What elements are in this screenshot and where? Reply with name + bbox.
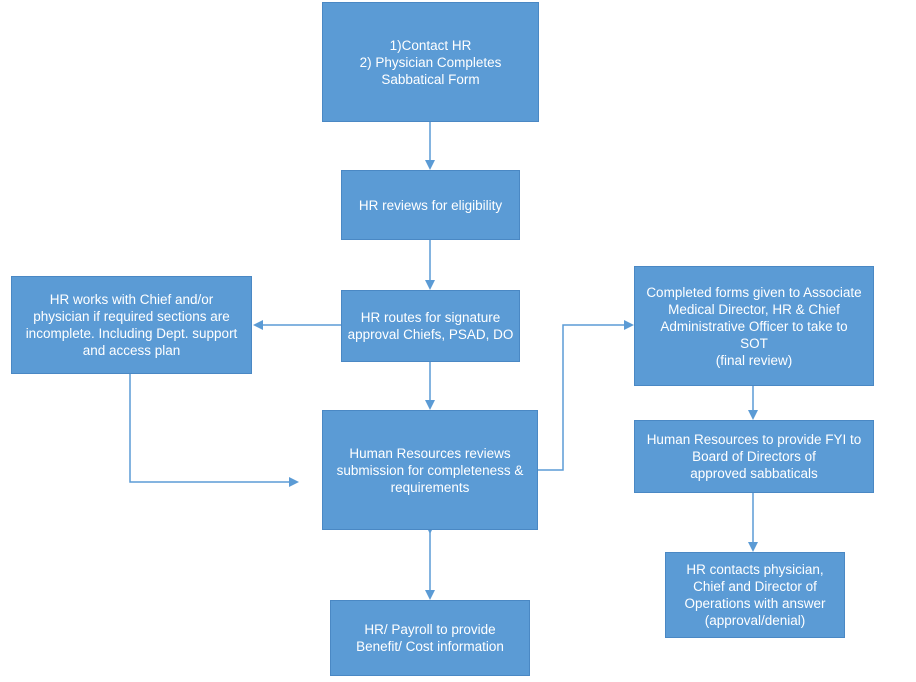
- box-text-line: Human Resources to provide FYI to: [646, 432, 862, 447]
- box-text-line: Board of Directors of: [692, 449, 816, 464]
- box-text-line: (approval/denial): [704, 613, 806, 628]
- box-text-line: and access plan: [82, 343, 181, 358]
- box-text-line: Sabbatical Form: [381, 71, 480, 87]
- box-text-line: HR/ Payroll to provide: [364, 622, 496, 637]
- box-text-line: Benefit/ Cost information: [356, 639, 504, 654]
- box-reviews-submission: Human Resources reviews submission for c…: [322, 410, 538, 530]
- box-contacts-physician: HR contacts physician, Chief and Directo…: [665, 552, 845, 638]
- box-reviews-eligibility: HR reviews for eligibility: [341, 170, 520, 240]
- box-payroll-info: HR/ Payroll to provide Benefit/ Cost inf…: [330, 600, 530, 676]
- box-contact-hr: 1)Contact HR 2) Physician Completes Sabb…: [322, 2, 539, 122]
- box-text-line: (final review): [715, 352, 793, 368]
- box-text-line: Administrative Officer to take to: [660, 318, 848, 334]
- box-text-line: physician if required sections are: [33, 309, 230, 324]
- box-text-line: approved sabbaticals: [690, 466, 818, 481]
- box-text-line: approval Chiefs, PSAD, DO: [347, 327, 514, 342]
- box-text-line: Operations with answer: [684, 596, 826, 611]
- arrow-submission-to-completed-forms: [538, 320, 634, 471]
- box-works-with-chief: HR works with Chief and/or physician if …: [11, 276, 252, 374]
- box-text-line: SOT: [740, 335, 768, 351]
- arrow-works-with-chief-to-submission: [129, 374, 299, 487]
- box-text-line: 2) Physician Completes: [359, 54, 502, 70]
- box-text-line: Human Resources reviews: [349, 445, 511, 461]
- box-text-line: HR reviews for eligibility: [358, 197, 503, 213]
- box-text-line: Chief and Director of: [693, 579, 817, 594]
- box-text-line: Medical Director, HR & Chief: [668, 301, 840, 317]
- box-text-line: HR routes for signature: [360, 310, 501, 325]
- box-text-line: HR works with Chief and/or: [49, 292, 214, 307]
- box-text-line: requirements: [390, 479, 470, 495]
- box-text-line: 1)Contact HR: [389, 37, 472, 53]
- box-routes-signature: HR routes for signature approval Chiefs,…: [341, 290, 520, 362]
- box-text-line: incomplete. Including Dept. support: [25, 326, 238, 341]
- box-provide-fyi: Human Resources to provide FYI to Board …: [634, 420, 874, 493]
- box-text-line: Completed forms given to Associate: [646, 284, 862, 300]
- box-text-line: submission for completeness &: [336, 462, 524, 478]
- box-text-line: HR contacts physician,: [686, 562, 824, 577]
- box-completed-forms: Completed forms given to Associate Medic…: [634, 266, 874, 386]
